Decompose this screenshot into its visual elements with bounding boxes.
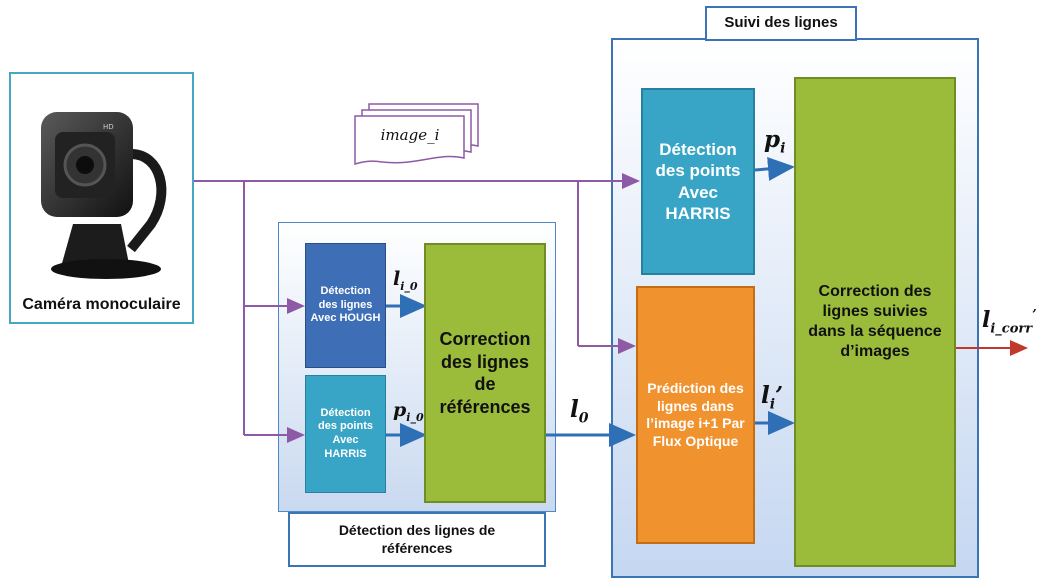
- reference-group-caption: Détection des lignes de références: [288, 512, 546, 567]
- image-stack-label: image_i: [380, 126, 440, 144]
- symbol-l-i-prime: li’: [761, 382, 784, 413]
- camera-panel: HD Caméra monoculaire: [9, 72, 194, 324]
- hough-detection-box: Détection des lignes Avec HOUGH: [305, 243, 386, 368]
- tracking-harris-box: Détection des points Avec HARRIS: [641, 88, 755, 275]
- symbol-l-i0: li_0: [393, 268, 418, 293]
- tracking-correction-box: Correction des lignes suivies dans la sé…: [794, 77, 956, 567]
- tracking-group-title: Suivi des lignes: [705, 6, 857, 41]
- symbol-p-i: pi: [764, 126, 786, 157]
- webcam-icon: HD: [41, 112, 167, 279]
- optical-flow-prediction-box: Prédiction des lignes dans l’image i+1 P…: [636, 286, 755, 544]
- reference-correction-box: Correction des lignes de références: [424, 243, 546, 503]
- symbol-l-i-corr: li_corr’: [982, 307, 1037, 337]
- reference-harris-box: Détection des points Avec HARRIS: [305, 375, 386, 493]
- symbol-l-0: l0: [570, 396, 589, 427]
- svg-text:HD: HD: [103, 123, 114, 131]
- symbol-p-i0: pi_0: [393, 399, 424, 424]
- camera-label: Caméra monoculaire: [22, 296, 181, 313]
